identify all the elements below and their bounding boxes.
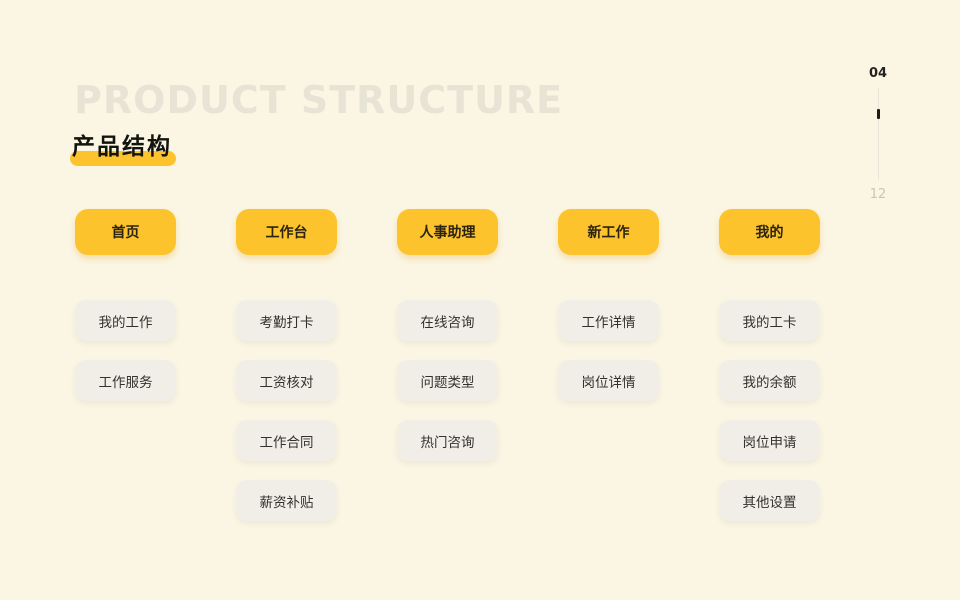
total-page-number: 12 [869,187,887,202]
node-my-work-card: 我的工卡 [719,300,820,341]
column-new-jobs: 新工作 工作详情 岗位详情 [558,209,659,540]
column-home-children: 我的工作 工作服务 [75,300,176,420]
column-hr-assistant: 人事助理 在线咨询 问题类型 热门咨询 [397,209,498,540]
title-highlight-bar [70,151,176,166]
node-attendance-checkin: 考勤打卡 [236,300,337,341]
node-my-work: 我的工作 [75,300,176,341]
node-mine: 我的 [719,209,820,255]
node-hot-consult: 热门咨询 [397,420,498,461]
column-mine-children: 我的工卡 我的余额 岗位申请 其他设置 [719,300,820,540]
slide-title-chinese: 产品结构 [72,134,172,160]
node-hr-assistant: 人事助理 [397,209,498,255]
page-progress-line [876,88,880,180]
column-home: 首页 我的工作 工作服务 [75,209,176,540]
node-online-consult: 在线咨询 [397,300,498,341]
node-workbench: 工作台 [236,209,337,255]
node-my-balance: 我的余额 [719,360,820,401]
slide-title-chinese-wrap: 产品结构 [70,127,176,166]
slide-title-english: PRODUCT STRUCTURE [74,78,564,122]
structure-diagram: 首页 我的工作 工作服务 工作台 考勤打卡 工资核对 工作合同 薪资补贴 人事助… [75,209,820,540]
page-indicator: 04 12 [860,66,896,202]
node-salary-check: 工资核对 [236,360,337,401]
column-mine: 我的 我的工卡 我的余额 岗位申请 其他设置 [719,209,820,540]
node-work-contract: 工作合同 [236,420,337,461]
column-new-jobs-children: 工作详情 岗位详情 [558,300,659,420]
page-progress-tick [876,109,880,119]
node-question-types: 问题类型 [397,360,498,401]
column-hr-assistant-children: 在线咨询 问题类型 热门咨询 [397,300,498,480]
node-salary-subsidy: 薪资补贴 [236,480,337,521]
node-position-application: 岗位申请 [719,420,820,461]
node-work-services: 工作服务 [75,360,176,401]
column-workbench: 工作台 考勤打卡 工资核对 工作合同 薪资补贴 [236,209,337,540]
node-job-details: 工作详情 [558,300,659,341]
node-home: 首页 [75,209,176,255]
node-position-details: 岗位详情 [558,360,659,401]
column-workbench-children: 考勤打卡 工资核对 工作合同 薪资补贴 [236,300,337,540]
node-other-settings: 其他设置 [719,480,820,521]
current-page-number: 04 [868,66,888,81]
node-new-jobs: 新工作 [558,209,659,255]
